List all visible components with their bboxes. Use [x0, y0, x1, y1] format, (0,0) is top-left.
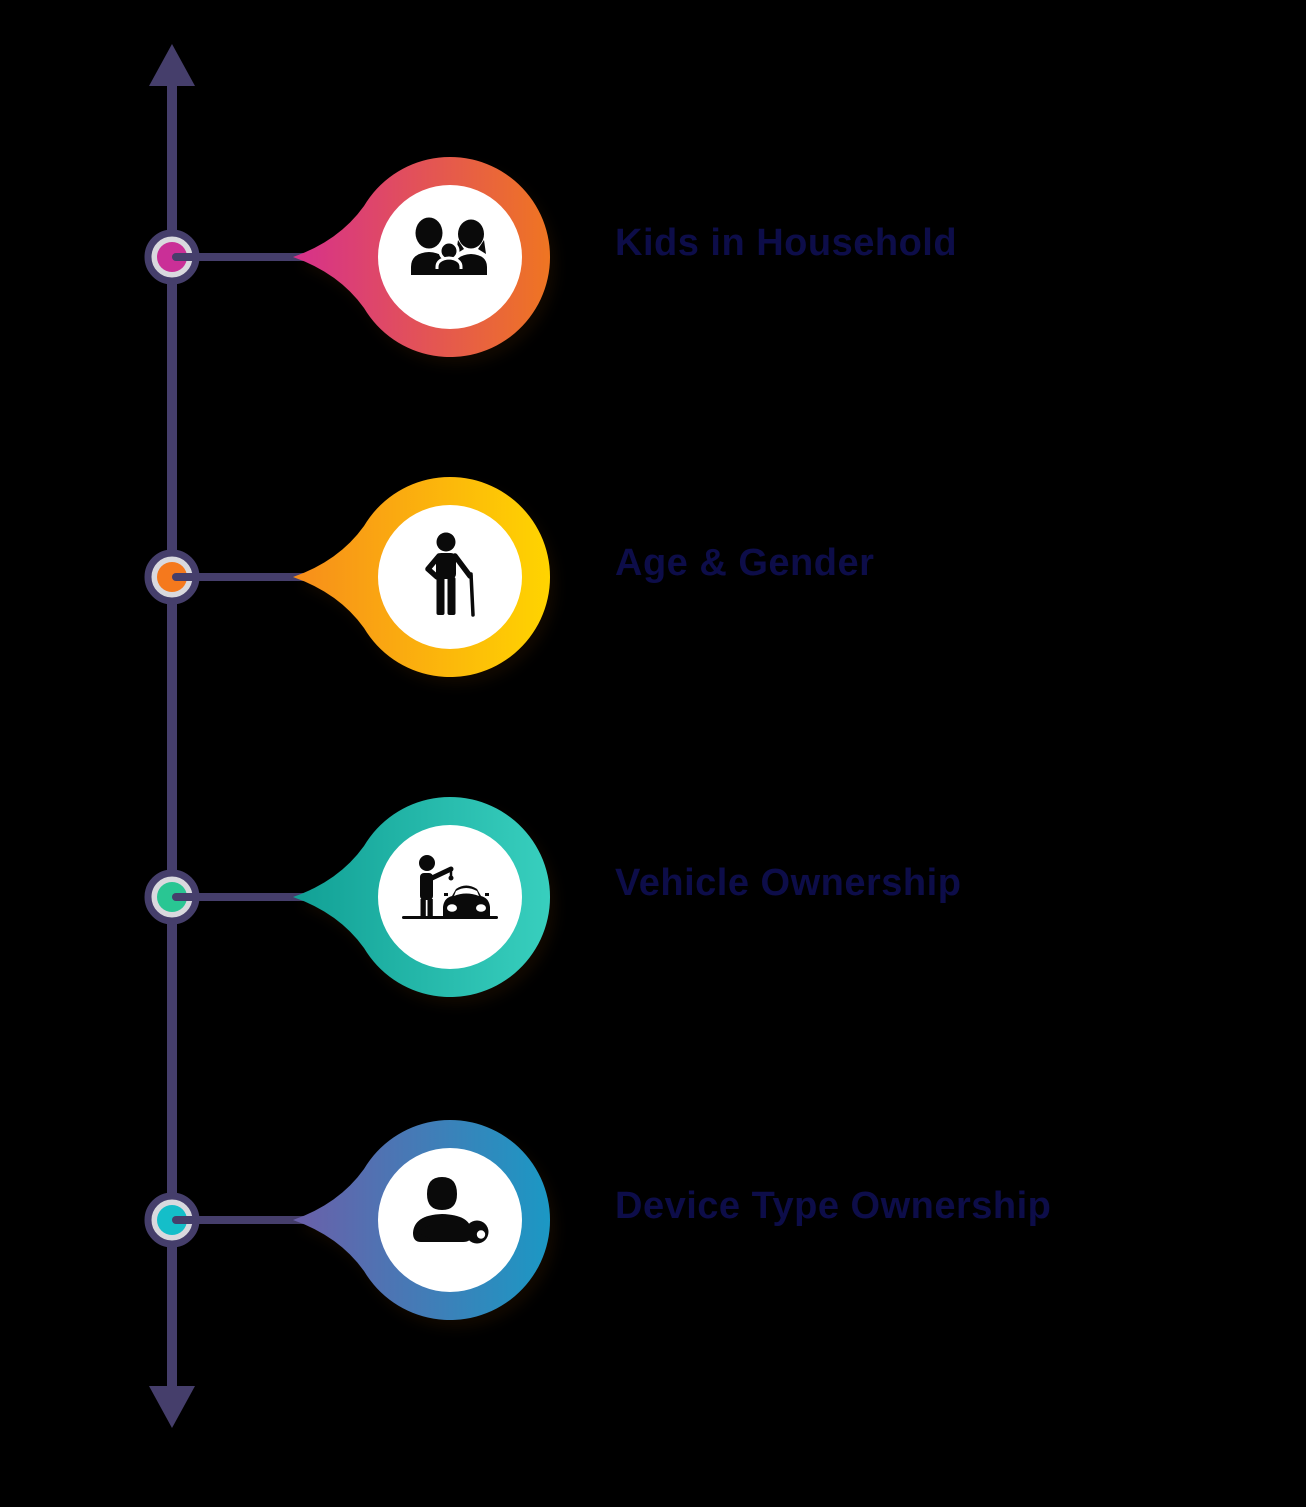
- family-icon: [411, 217, 487, 275]
- connector-line: [172, 1216, 307, 1224]
- item-badge: [293, 477, 551, 677]
- timeline-line: [167, 72, 177, 1408]
- person-with-car-icon: [402, 855, 498, 919]
- arrow-up-icon: [149, 44, 195, 86]
- item-label: Age & Gender: [615, 541, 875, 584]
- item-label: Vehicle Ownership: [615, 861, 962, 904]
- connector-line: [172, 253, 307, 261]
- item-label: Kids in Household: [615, 221, 958, 264]
- item-label: Device Type Ownership: [615, 1184, 1052, 1227]
- elderly-person-icon: [425, 532, 475, 617]
- person-with-key-icon: [413, 1177, 489, 1244]
- arrow-down-icon: [149, 1386, 195, 1428]
- connector-line: [172, 893, 307, 901]
- item-badge: [293, 797, 551, 997]
- connector-line: [172, 573, 307, 581]
- item-badge: [293, 1120, 551, 1320]
- item-badge: [293, 157, 551, 357]
